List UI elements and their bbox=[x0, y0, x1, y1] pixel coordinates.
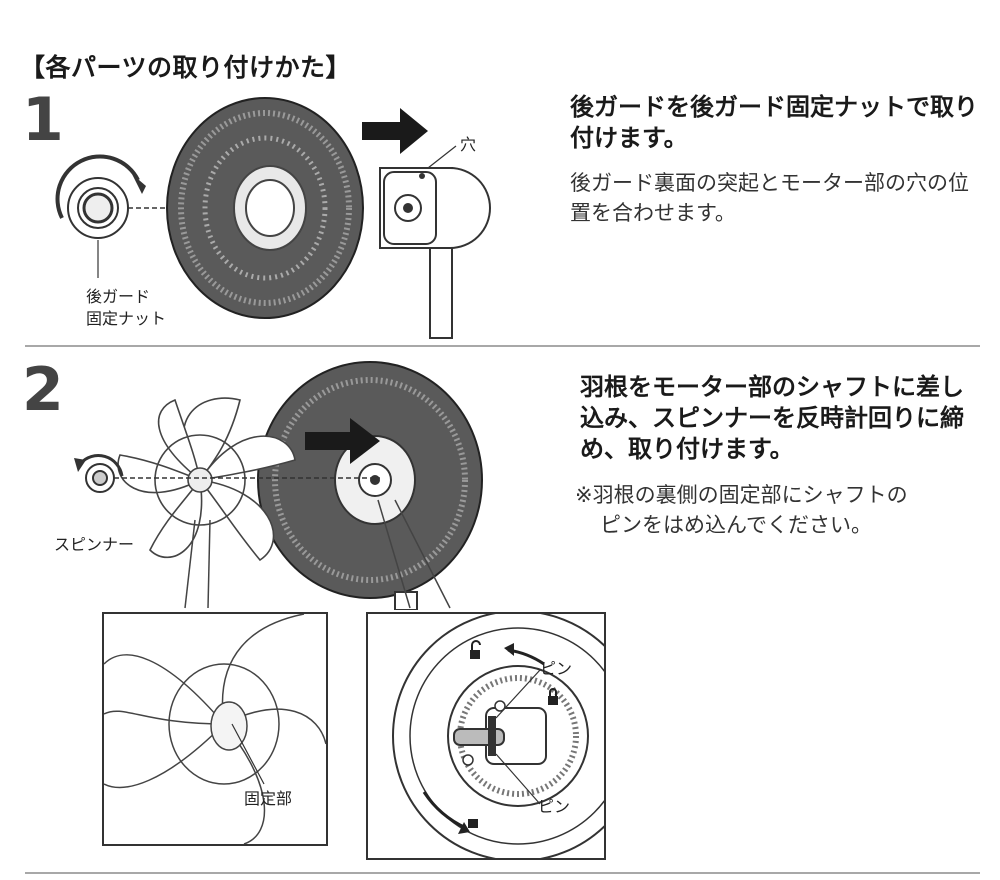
step1-illustration: 穴 後ガード 固定ナット bbox=[55, 97, 491, 339]
fan-blades bbox=[117, 397, 296, 562]
spinner bbox=[85, 463, 115, 493]
arrow-right-icon bbox=[305, 418, 380, 464]
label-nut-line2: 固定ナット bbox=[86, 309, 166, 328]
label-pin-top: ピン bbox=[540, 659, 572, 678]
step2-note-line2: ピンをはめ込んでください。 bbox=[600, 513, 872, 537]
rear-guard-nut bbox=[67, 177, 129, 239]
rear-guard bbox=[166, 97, 364, 319]
detail-shaft-pins: ピン ピン bbox=[366, 612, 606, 860]
label-pin-bottom: ピン bbox=[538, 797, 570, 816]
label-spinner: スピンナー bbox=[54, 535, 134, 554]
divider-1 bbox=[25, 345, 980, 347]
motor-unit bbox=[379, 167, 491, 339]
shaft bbox=[453, 728, 505, 746]
rotate-arrow-icon bbox=[55, 154, 146, 219]
assembled-guard bbox=[257, 361, 483, 599]
step2-note-line1: ※羽根の裏側の固定部にシャフトの bbox=[575, 483, 908, 507]
step2-illustration: スピンナー bbox=[54, 361, 483, 610]
detail-fixing-part: 固定部 bbox=[102, 612, 328, 846]
arrow-right-icon bbox=[362, 108, 428, 154]
label-hole: 穴 bbox=[460, 135, 476, 154]
step-number-1: 1 bbox=[22, 85, 64, 155]
step2-heading: 羽根をモーター部のシャフトに差し込み、スピンナーを反時計回りに締め、取り付けます… bbox=[580, 373, 964, 463]
divider-2 bbox=[25, 872, 980, 874]
unlock-icon bbox=[470, 640, 481, 659]
rotate-arrow-icon bbox=[74, 454, 124, 477]
step1-heading: 後ガードを後ガード固定ナットで取り付けます。 bbox=[570, 93, 978, 152]
pin bbox=[488, 716, 496, 756]
lock-icon bbox=[468, 819, 478, 828]
lock-icon bbox=[548, 688, 558, 705]
section-title: 【各パーツの取り付けかた】 bbox=[20, 53, 352, 82]
label-fixing-part: 固定部 bbox=[244, 789, 292, 808]
step1-body: 後ガード裏面の突起とモーター部の穴の位置を合わせます。 bbox=[570, 171, 969, 225]
label-nut-line1: 後ガード bbox=[86, 287, 150, 306]
step-number-2: 2 bbox=[22, 355, 64, 425]
